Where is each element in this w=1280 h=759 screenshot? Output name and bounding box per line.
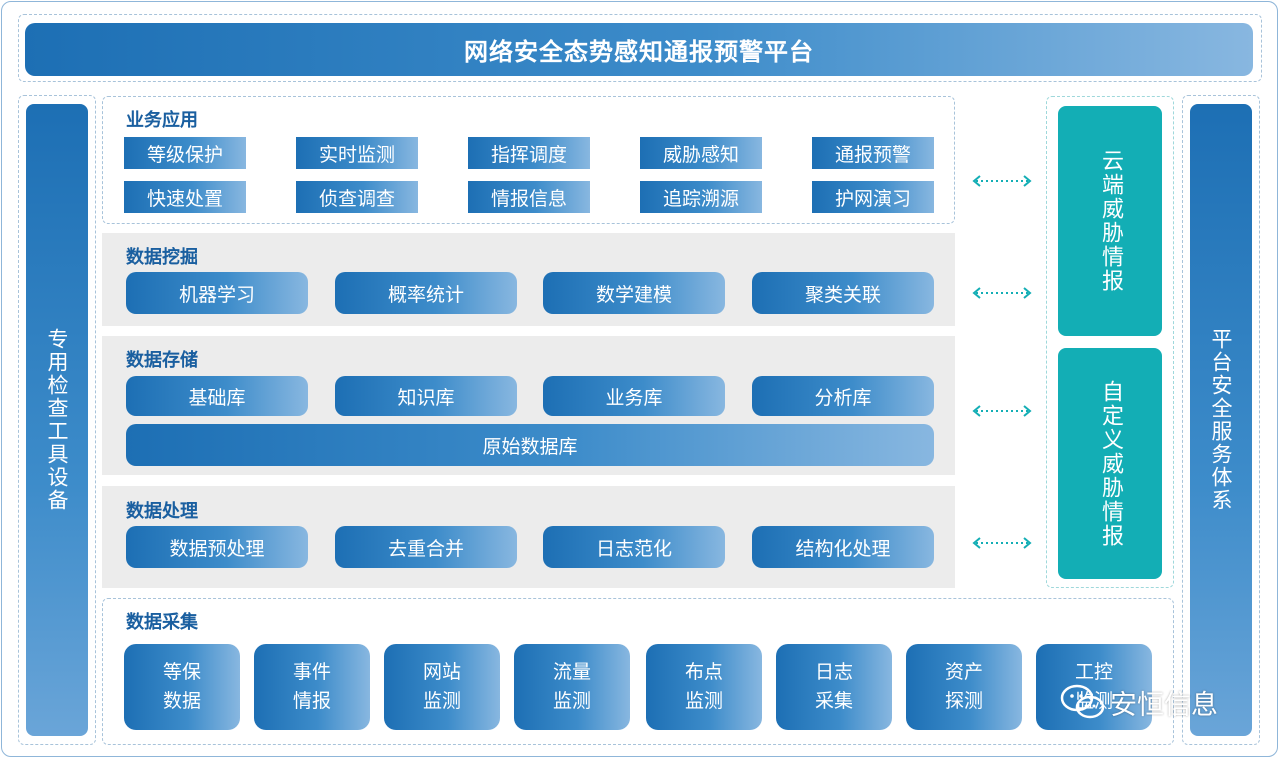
custom-threat-intel-label: 自定义威胁情报 xyxy=(1098,379,1123,548)
business-item: 侦查调查 xyxy=(296,181,418,213)
processing-title: 数据处理 xyxy=(126,501,198,522)
tile-line: 网站 xyxy=(422,661,461,683)
business-section xyxy=(102,96,955,224)
watermark: 安恒信息 xyxy=(1060,682,1218,722)
mining-title: 数据挖掘 xyxy=(126,247,198,268)
right-service-bar: 平台安全服务体系 xyxy=(1190,104,1252,736)
tile-line: 情报 xyxy=(292,690,331,712)
tile-line: 监测 xyxy=(552,690,591,712)
processing-item: 去重合并 xyxy=(335,526,517,568)
business-item: 指挥调度 xyxy=(468,137,590,169)
storage-item: 分析库 xyxy=(752,376,934,416)
storage-item: 知识库 xyxy=(335,376,517,416)
title-frame xyxy=(18,14,1262,82)
mining-item: 机器学习 xyxy=(126,272,308,314)
processing-item: 数据预处理 xyxy=(126,526,308,568)
collection-item: 网站监测 xyxy=(384,644,500,730)
business-title: 业务应用 xyxy=(126,110,198,131)
tile-line: 等保 xyxy=(162,661,201,683)
collection-item: 布点监测 xyxy=(646,644,762,730)
business-item: 威胁感知 xyxy=(640,137,762,169)
storage-title: 数据存储 xyxy=(126,350,198,371)
left-tools-bar: 专用检查工具设备 xyxy=(26,104,88,736)
business-item: 追踪溯源 xyxy=(640,181,762,213)
raw-database: 原始数据库 xyxy=(126,424,934,466)
business-item: 护网演习 xyxy=(812,181,934,213)
collection-item: 事件情报 xyxy=(254,644,370,730)
collection-title: 数据采集 xyxy=(126,612,198,633)
collection-item: 等保数据 xyxy=(124,644,240,730)
bidirectional-arrow-icon xyxy=(972,287,1032,299)
collection-section xyxy=(102,598,1174,745)
tile-line: 日志 xyxy=(814,661,853,683)
tile-line: 数据 xyxy=(162,690,201,712)
business-item: 通报预警 xyxy=(812,137,934,169)
business-item: 快速处置 xyxy=(124,181,246,213)
mining-item: 聚类关联 xyxy=(752,272,934,314)
wechat-icon xyxy=(1060,684,1105,719)
processing-item: 结构化处理 xyxy=(752,526,934,568)
tile-line: 布点 xyxy=(684,661,723,683)
platform-title: 网络安全态势感知通报预警平台 xyxy=(25,23,1253,76)
cloud-threat-intel-label: 云端威胁情报 xyxy=(1098,149,1123,293)
threat-intel-frame xyxy=(1046,96,1174,588)
storage-item: 业务库 xyxy=(543,376,725,416)
processing-item: 日志范化 xyxy=(543,526,725,568)
tile-line: 事件 xyxy=(292,661,331,683)
tile-line: 采集 xyxy=(814,690,853,712)
bidirectional-arrow-icon xyxy=(972,405,1032,417)
tile-line: 监测 xyxy=(684,690,723,712)
bidirectional-arrow-icon xyxy=(972,175,1032,187)
storage-item: 基础库 xyxy=(126,376,308,416)
mining-item: 数学建模 xyxy=(543,272,725,314)
tile-line: 监测 xyxy=(422,690,461,712)
custom-threat-intel: 自定义威胁情报 xyxy=(1058,348,1162,579)
business-item: 情报信息 xyxy=(468,181,590,213)
tile-line: 资产 xyxy=(944,661,983,683)
left-frame xyxy=(18,95,96,745)
tile-line: 工控 xyxy=(1074,661,1113,683)
business-item: 实时监测 xyxy=(296,137,418,169)
mining-item: 概率统计 xyxy=(335,272,517,314)
right-frame xyxy=(1182,95,1260,745)
collection-item: 流量监测 xyxy=(514,644,630,730)
business-item: 等级保护 xyxy=(124,137,246,169)
tile-line: 探测 xyxy=(944,690,983,712)
cloud-threat-intel: 云端威胁情报 xyxy=(1058,106,1162,336)
watermark-text: 安恒信息 xyxy=(1110,689,1218,721)
collection-item: 日志采集 xyxy=(776,644,892,730)
collection-item: 资产探测 xyxy=(906,644,1022,730)
tile-line: 流量 xyxy=(552,661,591,683)
bidirectional-arrow-icon xyxy=(972,537,1032,549)
